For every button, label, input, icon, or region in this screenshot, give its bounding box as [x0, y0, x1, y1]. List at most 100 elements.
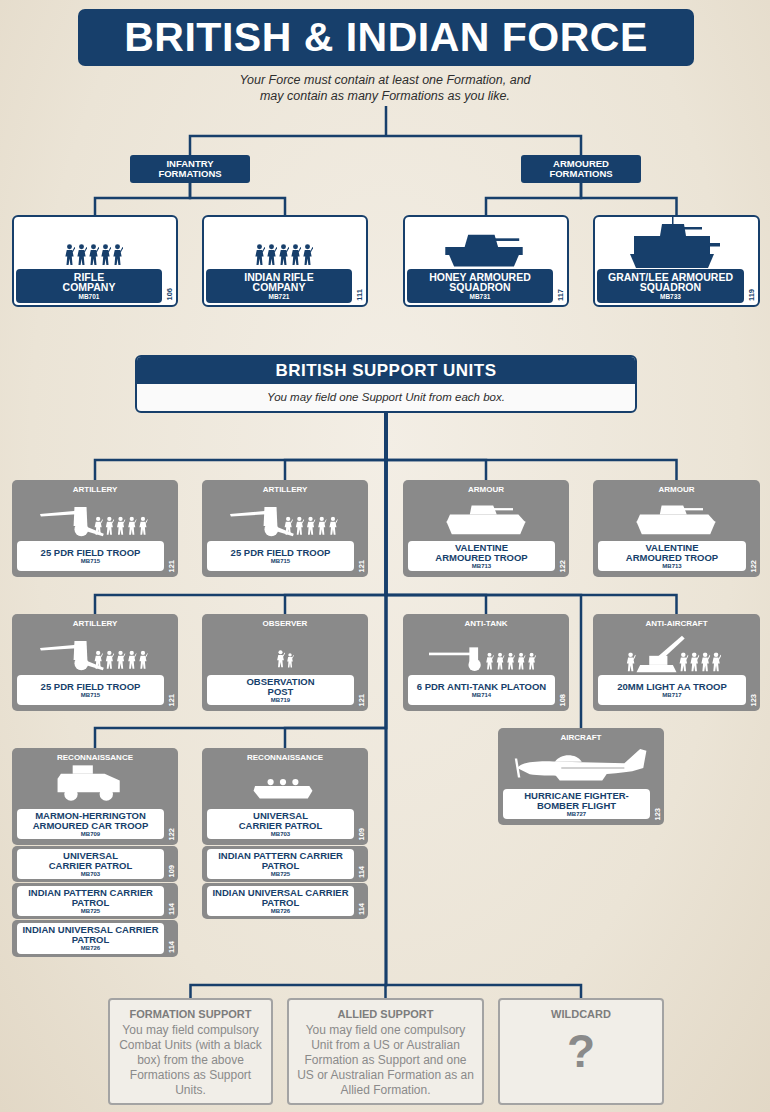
category-label: ARTILLERY: [12, 485, 178, 494]
unit-name: RIFLE COMPANY: [54, 272, 124, 293]
support-box: ARMOUR VALENTINE ARMOURED TROOPMB713122: [593, 480, 760, 577]
formation-card: HONEY ARMOURED SQUADRONMB731117: [403, 215, 569, 307]
page-number: 106: [165, 288, 175, 301]
soldier-icon: [303, 244, 313, 265]
unit-name: INDIAN UNIVERSAL CARRIER PATROL: [19, 925, 162, 945]
armoured-car-silhouette: [58, 765, 120, 800]
branch-wire: [189, 106, 583, 155]
wildcard-mark: ?: [508, 1026, 654, 1076]
category-label: RECONNAISSANCE: [202, 753, 368, 762]
unit-name: INDIAN RIFLE COMPANY: [229, 272, 329, 293]
unit-name: 25 PDR FIELD TROOP: [231, 548, 331, 558]
page-number: 123: [653, 808, 663, 821]
page-number: 109: [357, 828, 367, 841]
unit-code: MB709: [81, 831, 100, 838]
unit-code: MB725: [81, 908, 100, 915]
branch-connector: [581, 183, 677, 215]
formation-label: ARMOURED FORMATIONS: [541, 159, 621, 179]
unit-name: HURRICANE FIGHTER-BOMBER FLIGHT: [505, 791, 648, 811]
soldier-icon: [267, 244, 277, 265]
unit-code: MB713: [662, 563, 681, 570]
support-box: ANTI-TANK6 PDR ANTI-TANK PLATOONMB714108: [403, 614, 569, 711]
observer-silhouette: [287, 653, 294, 667]
tank-silhouette: [446, 505, 525, 534]
support-option: INDIAN PATTERN CARRIER PATROLMB725114: [202, 846, 368, 882]
unit-code: MB715: [271, 558, 290, 565]
unit-name: MARMON-HERRINGTON ARMOURED CAR TROOP: [19, 811, 162, 831]
unit-label: VALENTINE ARMOURED TROOPMB713: [408, 541, 555, 571]
category-label: ARMOUR: [403, 485, 569, 494]
unit-label: 25 PDR FIELD TROOPMB715: [17, 541, 164, 571]
branch-connector: [285, 413, 386, 480]
box-heading: ALLIED SUPPORT: [297, 1008, 474, 1020]
unit-name: HONEY ARMOURED SQUADRON: [407, 272, 553, 293]
page-number: 119: [747, 289, 757, 301]
section-heading: BRITISH SUPPORT UNITS: [275, 361, 496, 381]
unit-label: OBSERVATION POSTMB719: [207, 675, 354, 705]
support-box: OBSERVER OBSERVATION POSTMB719121: [202, 614, 368, 711]
name-band: RIFLE COMPANYMB701: [16, 269, 162, 303]
unit-code: MB721: [269, 293, 290, 301]
observer-silhouette: [277, 650, 285, 667]
page-number: 114: [167, 941, 177, 953]
support-option: INDIAN UNIVERSAL CARRIER PATROLMB726114: [202, 883, 368, 919]
unit-code: MB717: [662, 692, 681, 699]
tank-silhouette: [636, 505, 715, 534]
page-number: 121: [167, 560, 177, 573]
page-number: 121: [357, 694, 367, 707]
support-header: BRITISH SUPPORT UNITSYou may field one S…: [135, 355, 637, 413]
unit-code: MB713: [472, 563, 491, 570]
unit-label: VALENTINE ARMOURED TROOPMB713: [598, 541, 746, 571]
name-band: INDIAN RIFLE COMPANYMB721: [206, 269, 352, 303]
page-number: 117: [556, 289, 566, 301]
aircraft-silhouette: [515, 749, 647, 781]
unit-label: INDIAN UNIVERSAL CARRIER PATROLMB726: [17, 923, 164, 954]
caption-note: Your Force must contain at least one For…: [232, 72, 538, 104]
box-body: You may field compulsory Combat Units (w…: [118, 1023, 263, 1098]
branch-connector: [95, 413, 386, 480]
category-label: OBSERVER: [202, 619, 368, 628]
branch-connector: [486, 183, 581, 215]
category-label: ANTI-AIRCRAFT: [593, 619, 760, 628]
support-box: AIRCRAFTHURRICANE FIGHTER-BOMBER FLIGHTM…: [498, 728, 664, 825]
anti-tank-gun-silhouette: [429, 647, 536, 671]
unit-code: MB725: [271, 871, 290, 878]
unit-code: MB726: [81, 945, 100, 952]
tank-silhouette: [630, 216, 720, 268]
formation-box: ARMOURED FORMATIONS: [521, 155, 641, 183]
page-number: 122: [167, 828, 177, 841]
field-gun-silhouette: [40, 641, 148, 670]
category-label: RECONNAISSANCE: [12, 753, 178, 762]
page-number: 122: [749, 560, 759, 573]
page-number: 109: [167, 865, 177, 878]
name-band: HONEY ARMOURED SQUADRONMB731: [407, 269, 553, 303]
rule-box: ALLIED SUPPORT You may field one compulso…: [287, 998, 484, 1105]
unit-label: 6 PDR ANTI-TANK PLATOONMB714: [408, 675, 555, 705]
unit-label: HURRICANE FIGHTER-BOMBER FLIGHTMB727: [503, 789, 650, 819]
aa-gun-silhouette: [627, 636, 721, 672]
box-body: You may field one compulsory Unit from a…: [297, 1023, 474, 1098]
category-label: ARMOUR: [593, 485, 760, 494]
field-gun-silhouette: [230, 507, 338, 536]
unit-code: MB726: [271, 908, 290, 915]
branch-connector: [386, 413, 486, 480]
category-label: ARTILLERY: [12, 619, 178, 628]
support-option: INDIAN PATTERN CARRIER PATROLMB725114: [12, 883, 178, 919]
unit-code: MB733: [660, 293, 681, 301]
rule-box: FORMATION SUPPORTYou may field compulsor…: [108, 998, 273, 1105]
page-number: 121: [167, 694, 177, 707]
unit-name: 25 PDR FIELD TROOP: [41, 682, 141, 692]
unit-label: UNIVERSAL CARRIER PATROLMB703: [17, 849, 164, 879]
formation-card: RIFLE COMPANYMB701106: [12, 215, 178, 307]
unit-name: OBSERVATION POST: [236, 677, 326, 697]
unit-code: MB715: [81, 692, 100, 699]
unit-name: INDIAN PATTERN CARRIER PATROL: [19, 888, 162, 908]
page-number: 114: [357, 866, 367, 878]
unit-label: 25 PDR FIELD TROOPMB715: [207, 541, 354, 571]
support-box: ANTI-AIRCRAFT20MM LIGHT AA TROOPMB717123: [593, 614, 760, 711]
soldier-icon: [101, 244, 111, 265]
support-box: ARTILLERY 25 PDR FIELD TROOPMB715 121: [12, 614, 178, 711]
unit-label: MARMON-HERRINGTON ARMOURED CAR TROOPMB70…: [17, 809, 164, 839]
soldier-icon: [255, 244, 265, 265]
formation-label: INFANTRY FORMATIONS: [150, 159, 230, 179]
